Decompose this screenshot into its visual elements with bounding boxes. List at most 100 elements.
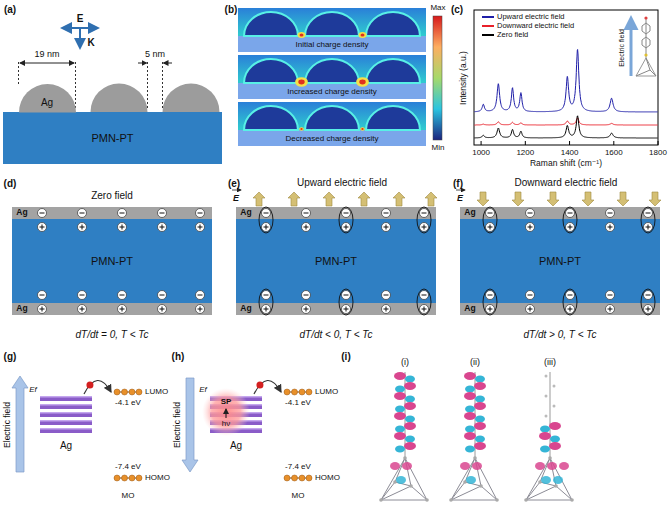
charge-sign — [528, 227, 533, 228]
charge-sign — [568, 295, 573, 296]
figure-label: Increased charge density — [287, 88, 376, 97]
charge — [606, 223, 615, 232]
ag-hemisphere-shape — [19, 84, 76, 113]
charge-sign — [304, 295, 309, 296]
charge — [566, 305, 575, 314]
electrode-band: Ag — [460, 207, 660, 219]
electrode-band: Ag — [460, 303, 660, 315]
k-vector-arrow — [79, 28, 81, 48]
figure-label: (i) — [341, 351, 350, 362]
charge — [158, 291, 167, 300]
charge-sign — [608, 227, 613, 228]
charge — [78, 291, 87, 300]
figure-label: Downward electric field — [515, 177, 618, 188]
charge-sign — [160, 227, 165, 228]
charge-pair-oval — [641, 289, 655, 315]
orbital-lobe — [404, 402, 416, 410]
orbital-lobe — [405, 436, 415, 443]
field-arrow-down — [182, 378, 198, 472]
figure-label: Decreased charge density — [286, 135, 379, 144]
legend-swatch — [482, 34, 494, 36]
map-substrate — [238, 83, 426, 99]
charge — [78, 305, 87, 314]
orbital-lobe — [402, 462, 412, 470]
figure-label: (ii) — [470, 358, 480, 368]
charge-sign — [568, 213, 573, 214]
charge-sign — [160, 213, 165, 214]
charge-sign — [80, 309, 85, 310]
figure-label: 1000 — [472, 149, 490, 158]
charge-sign — [422, 213, 427, 214]
dimension-arrow — [164, 63, 173, 64]
charge-sign — [530, 225, 531, 230]
orbital-lobe — [405, 396, 415, 403]
charge-pair-oval — [417, 207, 431, 233]
ag-atom — [409, 484, 413, 488]
charge — [302, 291, 311, 300]
ag-atom — [495, 498, 499, 502]
charge-sign — [646, 295, 651, 296]
charge — [420, 305, 429, 314]
charge-sign — [42, 225, 43, 230]
energy-band — [40, 428, 92, 430]
dimension-arrow — [20, 63, 47, 64]
charge — [158, 305, 167, 314]
ag-cluster-bond — [526, 486, 556, 500]
ag-cluster-bond — [451, 500, 497, 501]
orbital-lobe — [553, 476, 563, 484]
orbital-dot — [299, 475, 305, 481]
charge-sign — [344, 309, 349, 310]
figure-label: E — [77, 13, 84, 24]
energy-band — [40, 396, 92, 401]
lumo-level: -4.1 eVLUMO — [114, 386, 168, 414]
node-text: -4.1 eV — [115, 399, 141, 408]
electron — [256, 381, 263, 388]
panel-a-art — [19, 28, 220, 112]
field-arrow — [477, 192, 489, 206]
charge-sign — [40, 295, 45, 296]
ag-cluster-bond — [556, 486, 572, 500]
ag-atom — [570, 498, 574, 502]
charge-sign — [424, 225, 425, 230]
charge-sign — [344, 213, 349, 214]
charge — [606, 209, 615, 218]
charge-sign — [570, 225, 571, 230]
charge-sign — [346, 307, 347, 312]
hot-spot — [295, 77, 308, 87]
charge — [118, 209, 127, 218]
charge-sign — [80, 213, 85, 214]
legend-text: Zero field — [497, 31, 528, 39]
charge-sign — [306, 225, 307, 230]
ag-atom — [449, 498, 453, 502]
charge-sign — [648, 225, 649, 230]
figure-label: E — [457, 194, 463, 204]
field-arrow — [323, 192, 335, 206]
orbital-dot — [122, 389, 128, 395]
charge-sign — [528, 295, 533, 296]
field-arrow — [358, 192, 370, 206]
charge-sign — [264, 213, 269, 214]
figure-label: 5 nm — [145, 50, 165, 60]
hot-spot — [300, 128, 302, 130]
map-particle — [244, 106, 298, 130]
raman-plot — [474, 10, 658, 145]
charge-sign — [200, 225, 201, 230]
electron — [86, 381, 93, 388]
charge — [526, 305, 535, 314]
charge-sign — [120, 227, 125, 228]
node-text: -7.4 eV — [285, 463, 311, 472]
orbital-lobe — [465, 386, 475, 393]
field-arrow — [425, 192, 437, 206]
charge-sign — [80, 295, 85, 296]
charge — [486, 209, 495, 218]
charge — [382, 223, 391, 232]
plasmon-glow — [202, 388, 250, 436]
orbital-dot — [122, 475, 128, 481]
figure-label: (h) — [172, 351, 185, 362]
charge — [342, 209, 351, 218]
charge-sign — [42, 307, 43, 312]
molecular-orbitals — [379, 372, 574, 502]
node-text: Ag — [60, 440, 72, 451]
charge-pair-oval — [339, 207, 353, 233]
